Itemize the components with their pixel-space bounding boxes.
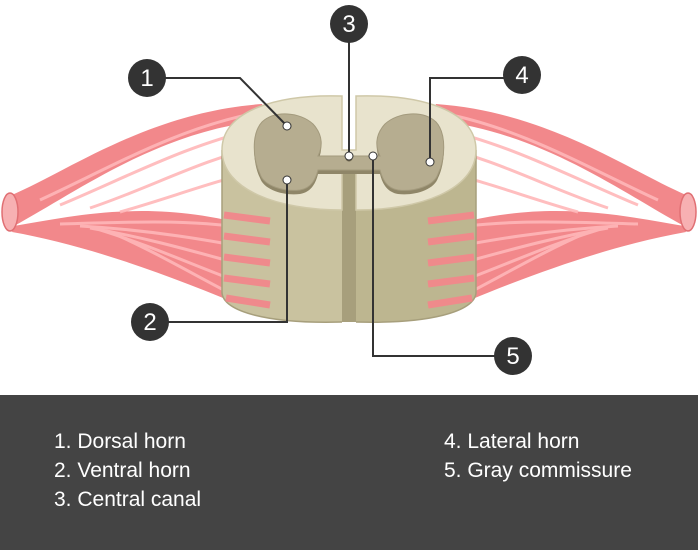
svg-text:4: 4	[515, 62, 528, 89]
marker-3: 3	[330, 5, 368, 43]
marker-4: 4	[503, 56, 541, 94]
legend-item-dorsal-horn: 1. Dorsal horn	[54, 430, 186, 453]
spinal-cord-diagram: 1 2 3 4 5	[1, 5, 697, 375]
leader-lines	[162, 40, 507, 357]
svg-text:5: 5	[506, 343, 519, 370]
svg-text:2: 2	[143, 309, 156, 336]
legend-item-ventral-horn: 2. Ventral horn	[54, 459, 191, 482]
marker-5: 5	[494, 337, 532, 375]
marker-2: 2	[131, 303, 169, 341]
svg-text:3: 3	[342, 11, 355, 38]
marker-1: 1	[128, 59, 166, 97]
marker-dots	[282, 121, 435, 185]
svg-text:1: 1	[140, 65, 153, 92]
legend-item-lateral-horn: 4. Lateral horn	[444, 430, 580, 453]
legend-item-gray-commissure: 5. Gray commissure	[444, 459, 632, 482]
legend-panel: 1. Dorsal horn 2. Ventral horn 3. Centra…	[0, 395, 698, 550]
legend-item-central-canal: 3. Central canal	[54, 488, 202, 511]
